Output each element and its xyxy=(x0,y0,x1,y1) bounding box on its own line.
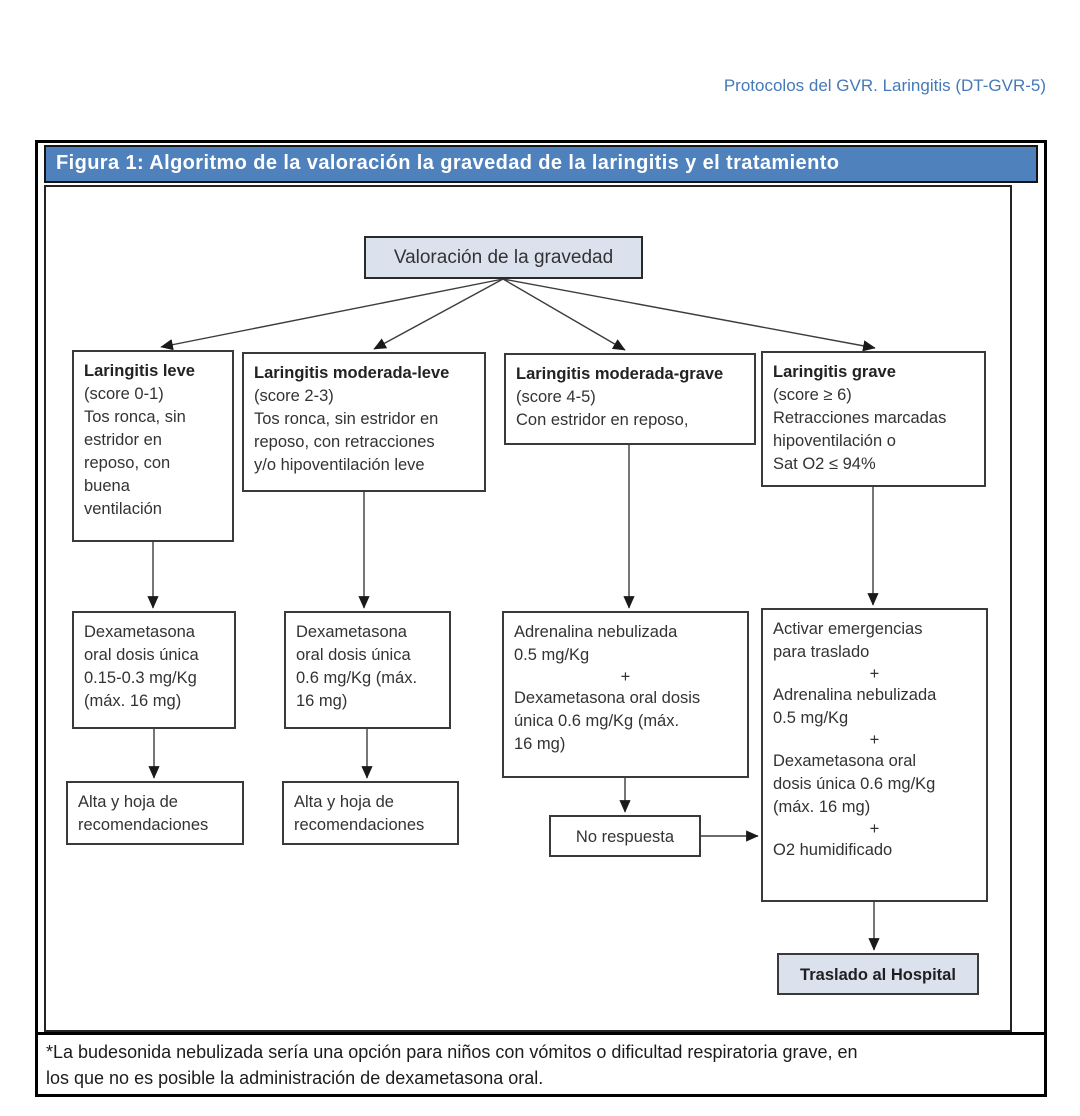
severity-box-moderada-leve: Laringitis moderada-leve (score 2-3) Tos… xyxy=(242,352,486,492)
document-header: Protocolos del GVR. Laringitis (DT-GVR-5… xyxy=(723,76,1046,95)
severity-title: Laringitis moderada-leve xyxy=(254,364,450,382)
treatment-box-adrenalina: Adrenalina nebulizada 0.5 mg/Kg + Dexame… xyxy=(502,611,749,778)
severity-box-grave: Laringitis grave (score ≥ 6) Retraccione… xyxy=(761,351,986,487)
severity-description: Tos ronca, sin estridor en reposo, con b… xyxy=(84,408,186,518)
outcome-box-no-respuesta: No respuesta xyxy=(549,815,701,857)
flowchart-canvas: Valoración de la gravedad Laringitis lev… xyxy=(44,185,1012,1032)
figure-frame: Figura 1: Algoritmo de la valoración la … xyxy=(35,140,1047,1097)
arrow-root-to-moderada-leve xyxy=(373,278,504,350)
arrow-root-to-moderada-grave xyxy=(502,278,626,351)
plus-separator: + xyxy=(869,665,880,683)
plus-separator: + xyxy=(869,731,880,749)
severity-score: (score ≥ 6) xyxy=(773,386,852,404)
treatment-line: Activar emergencias para traslado xyxy=(773,620,923,661)
arrow-root-to-grave xyxy=(502,278,876,352)
treatment-box-dexametasona-leve: Dexametasona oral dosis única 0.15-0.3 m… xyxy=(72,611,236,729)
severity-description: Con estridor en reposo, xyxy=(516,411,689,429)
treatment-line: Dexametasona oral dosis única 0.6 mg/Kg … xyxy=(514,689,701,753)
plus-separator: + xyxy=(869,820,880,838)
figure-title: Figura 1: Algoritmo de la valoración la … xyxy=(44,145,1038,183)
treatment-box-dexametasona-moderada: Dexametasona oral dosis única 0.6 mg/Kg … xyxy=(284,611,451,729)
figure-footnote: *La budesonida nebulizada sería una opci… xyxy=(38,1032,1044,1094)
treatment-line: Adrenalina nebulizada 0.5 mg/Kg xyxy=(773,686,937,727)
outcome-box-alta-1: Alta y hoja de recomendaciones xyxy=(66,781,244,845)
outcome-box-traslado-hospital: Traslado al Hospital xyxy=(777,953,979,995)
severity-box-leve: Laringitis leve (score 0-1) Tos ronca, s… xyxy=(72,350,234,542)
severity-description: Tos ronca, sin estridor en reposo, con r… xyxy=(254,410,439,474)
severity-title: Laringitis leve xyxy=(84,362,195,380)
severity-score: (score 4-5) xyxy=(516,388,596,406)
treatment-line: Adrenalina nebulizada 0.5 mg/Kg xyxy=(514,623,678,664)
arrow-root-to-leve xyxy=(160,278,504,351)
root-box-valoracion: Valoración de la gravedad xyxy=(364,236,643,279)
treatment-line: Dexametasona oral dosis única 0.6 mg/Kg … xyxy=(773,752,936,816)
treatment-box-emergencias: Activar emergencias para traslado + Adre… xyxy=(761,608,988,902)
outcome-box-alta-2: Alta y hoja de recomendaciones xyxy=(282,781,459,845)
severity-score: (score 0-1) xyxy=(84,385,164,403)
plus-separator: + xyxy=(620,668,631,686)
severity-score: (score 2-3) xyxy=(254,387,334,405)
severity-title: Laringitis grave xyxy=(773,363,896,381)
severity-description: Retracciones marcadas hipoventilación o … xyxy=(773,409,947,473)
treatment-line: O2 humidificado xyxy=(773,841,893,859)
severity-box-moderada-grave: Laringitis moderada-grave (score 4-5) Co… xyxy=(504,353,756,445)
severity-title: Laringitis moderada-grave xyxy=(516,365,724,383)
